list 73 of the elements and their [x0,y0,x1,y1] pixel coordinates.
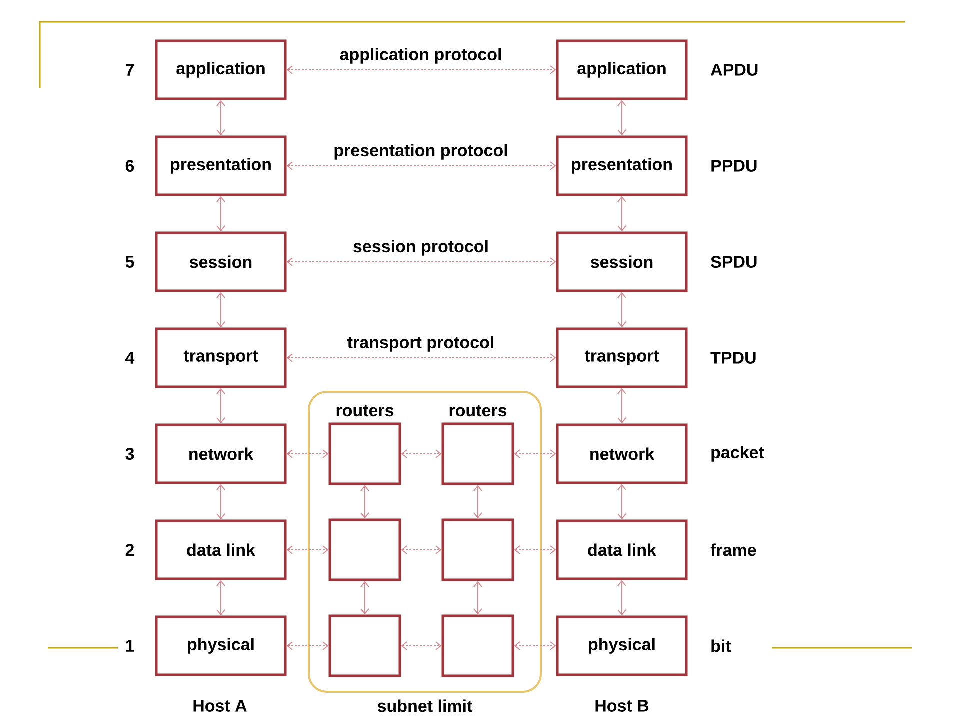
layer-box: application [155,40,287,100]
router-box [328,518,402,582]
group-label: subnet limit [378,700,472,712]
arrow [286,450,329,458]
arrow [286,642,329,650]
pdu-name: packet [712,446,764,462]
layer-number: 2 [126,544,134,556]
arrow [216,196,226,232]
arrow [401,642,442,650]
pdu-name: frame [710,544,756,556]
layer-box: network [556,424,688,484]
layer-number: 7 [126,64,134,76]
host-label: Host A [194,700,247,712]
pdu-name: bit [712,640,732,652]
arrow [514,450,556,458]
arrow [618,100,626,136]
layer-number: 4 [126,352,135,364]
layer-box: presentation [155,136,287,196]
arrow [216,484,226,520]
layer-box: physical [155,616,287,676]
arrow [216,100,226,136]
edge-label: session protocol [352,239,490,257]
edge-label: presentation protocol [332,143,510,161]
router-box [442,614,514,678]
arrow [514,546,556,554]
arrow [286,66,556,74]
router-box [328,614,402,678]
layer-box: transport [556,328,688,388]
router-box [442,518,514,582]
pdu-name: SPDU [711,256,757,268]
layer-box: physical [556,616,688,676]
pdu-name: TPDU [710,352,756,364]
arrow [474,485,482,519]
arrow [286,162,556,170]
layer-box: transport [155,328,287,388]
arrow [474,581,482,615]
arrow [286,258,556,266]
layer-box: session [155,232,287,292]
group-label: routers [336,405,394,417]
router-box [328,422,402,486]
layer-box: presentation [556,136,688,196]
layer-box: network [155,424,287,484]
subnet-boundary [308,391,542,693]
arrow [216,388,226,424]
group-label: routers [450,405,507,417]
layer-box: data link [155,520,287,580]
arrow [216,580,226,616]
layer-number: 1 [126,640,134,652]
layer-box: data link [556,520,688,580]
host-label: Host B [596,700,649,712]
layer-number: 5 [126,256,134,268]
arrow [401,450,442,458]
arrow [618,388,626,424]
router-box [442,422,514,486]
layer-number: 6 [126,160,134,172]
arrow [216,292,226,328]
arrow [360,581,370,615]
layer-box: session [556,232,688,292]
arrow [618,196,626,232]
arrow [618,292,626,328]
edge-label: transport protocol [346,335,496,353]
edge-label: application protocol [338,47,504,65]
arrow [514,642,556,650]
arrow [618,484,626,520]
arrow [360,485,370,519]
layer-box: application [556,40,688,100]
arrow [401,546,442,554]
layer-number: 3 [126,448,134,460]
arrow [286,354,556,362]
arrow [286,546,329,554]
pdu-name: PPDU [712,160,757,172]
arrow [618,580,626,616]
pdu-name: APDU [710,64,758,76]
